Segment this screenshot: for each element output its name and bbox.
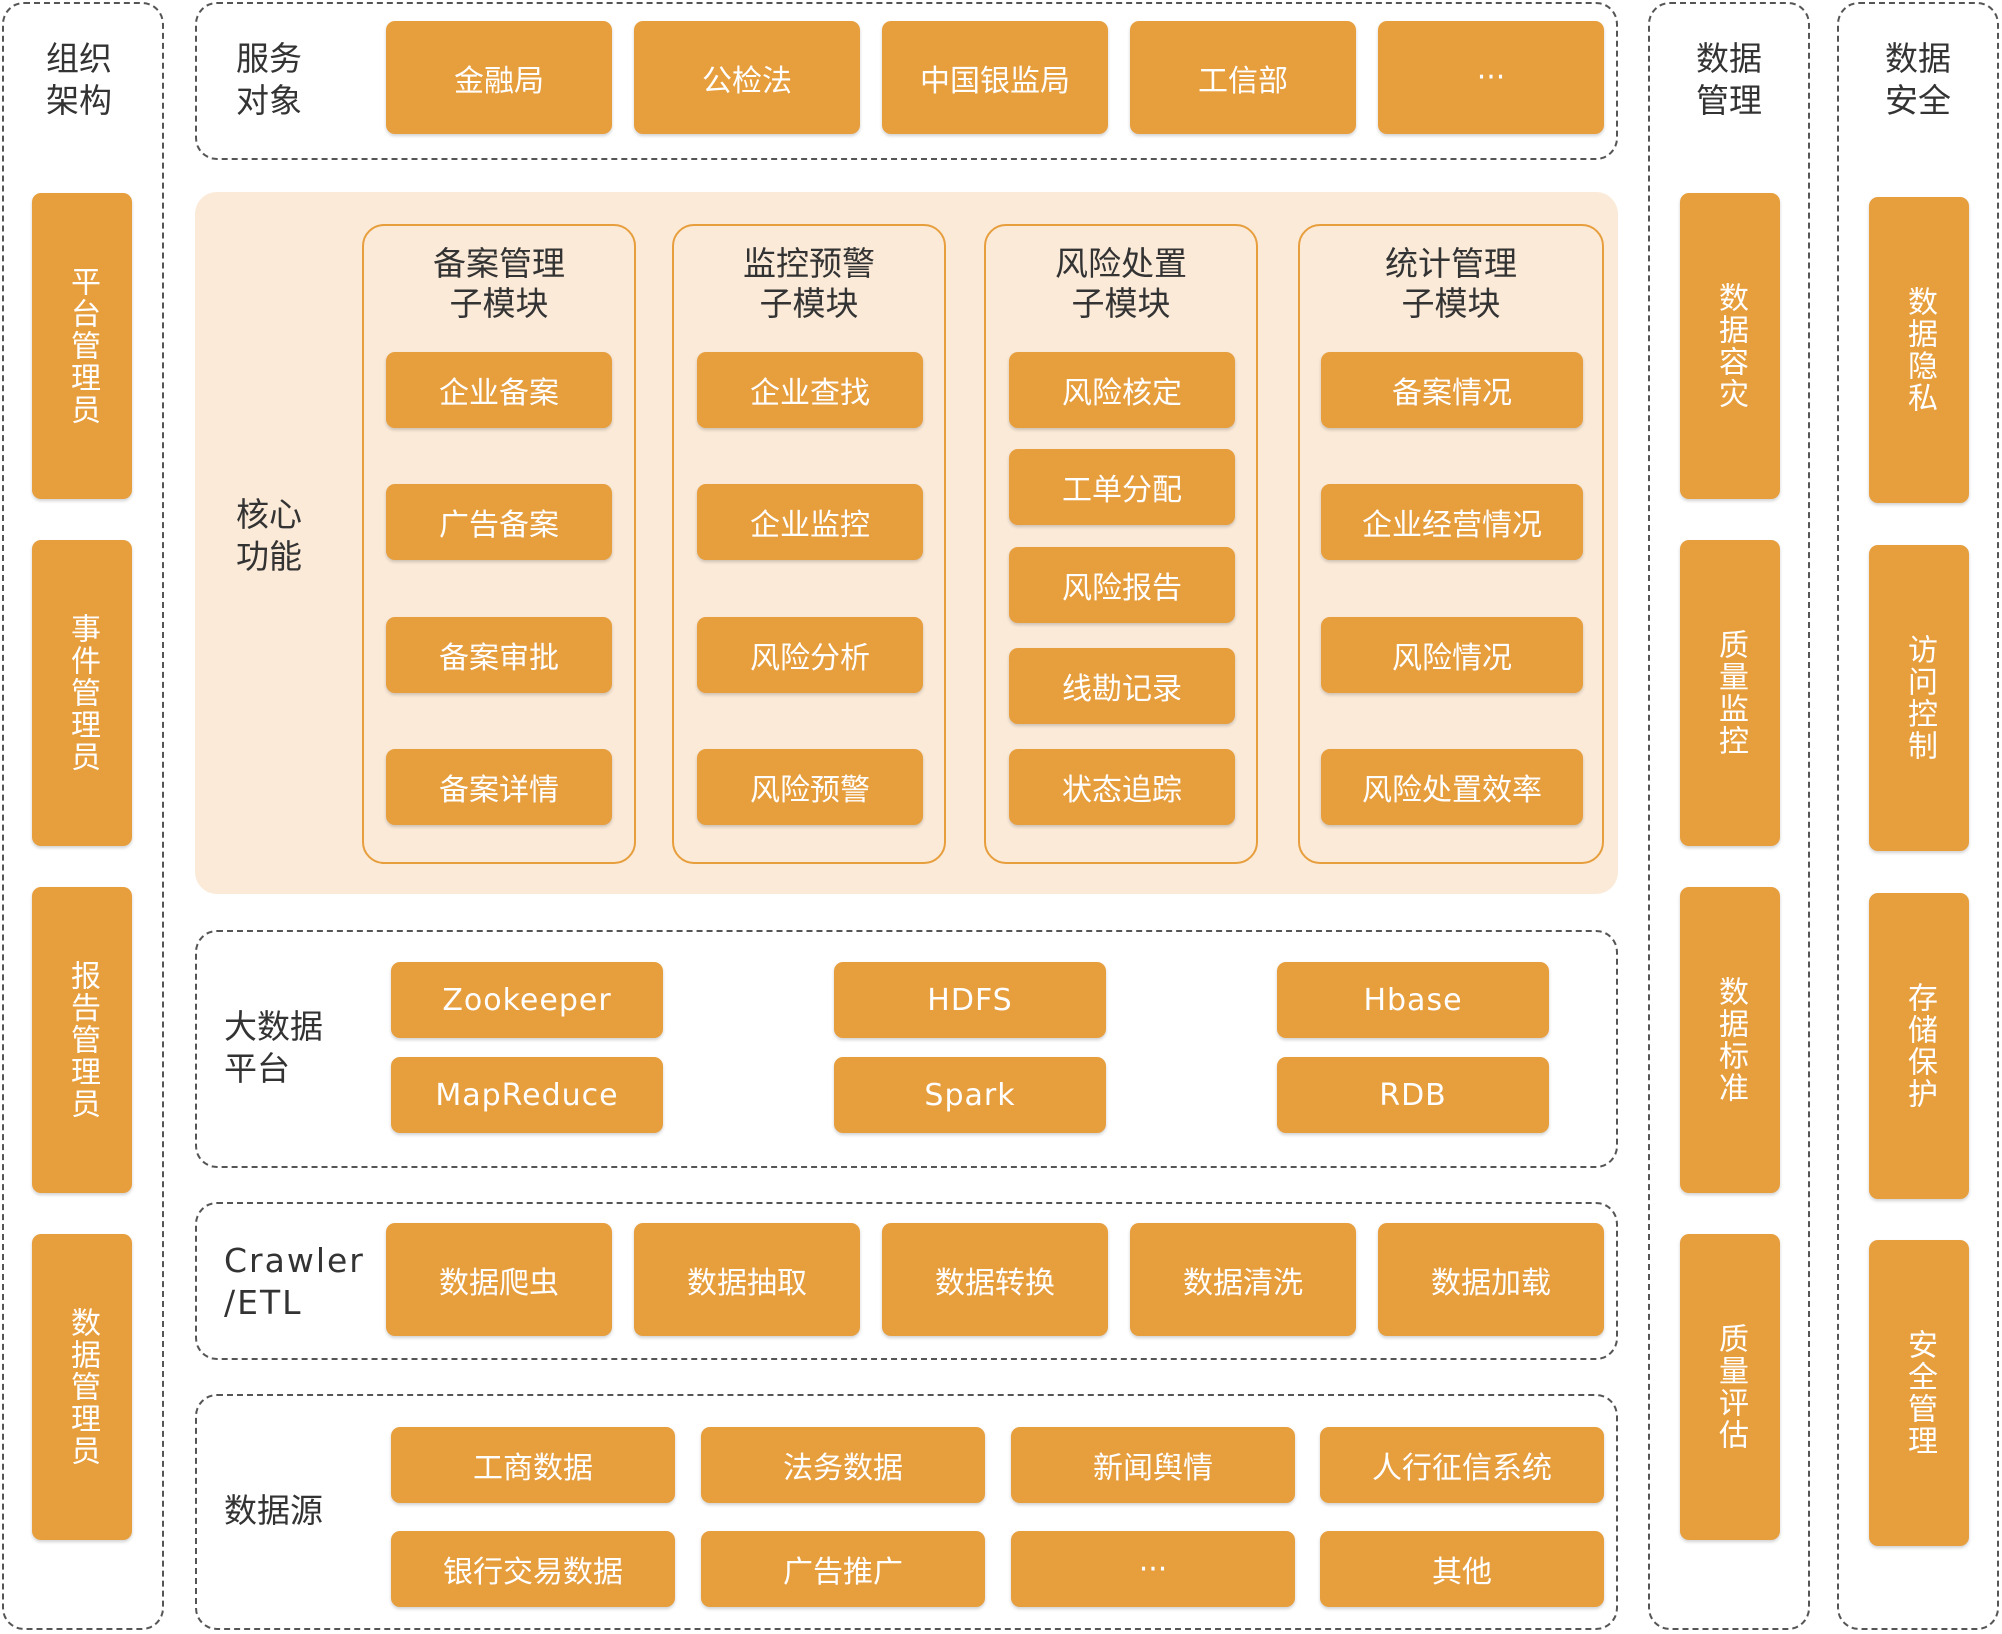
module-monitor-item: 风险分析 — [697, 617, 923, 693]
source-row — [195, 1394, 1618, 1630]
etl-item-clean: 数据清洗 — [1130, 1223, 1356, 1336]
data-sec-item-security-mgmt: 安全管理 — [1869, 1240, 1969, 1546]
module-filing-title: 备案管理 子模块 — [433, 244, 565, 323]
module-filing-item: 广告备案 — [386, 484, 612, 560]
module-statistics-item: 企业经营情况 — [1321, 484, 1583, 560]
data-sec-item-storage-protect: 存储保护 — [1869, 893, 1969, 1199]
data-sec-column — [1837, 2, 1999, 1630]
module-statistics-item: 备案情况 — [1321, 352, 1583, 428]
module-monitor-item: 风险预警 — [697, 749, 923, 825]
module-monitor-title: 监控预警 子模块 — [743, 244, 875, 323]
module-statistics — [1298, 224, 1604, 864]
etl-item-extract: 数据抽取 — [634, 1223, 860, 1336]
data-mgmt-item-disaster-recovery: 数据容灾 — [1680, 193, 1780, 499]
data-mgmt-item-quality-monitor: 质量监控 — [1680, 540, 1780, 846]
bigdata-label: 大数据 平台 — [224, 1007, 323, 1088]
module-risk-handling-item: 风险报告 — [1009, 547, 1235, 623]
module-risk-handling-item: 状态追踪 — [1009, 749, 1235, 825]
service-item-finance-bureau: 金融局 — [386, 21, 612, 134]
etl-item-load: 数据加载 — [1378, 1223, 1604, 1336]
org-item-report-admin: 报告管理员 — [32, 887, 132, 1193]
module-monitor-item: 企业监控 — [697, 484, 923, 560]
source-item: 银行交易数据 — [391, 1531, 675, 1607]
source-item: 新闻舆情 — [1011, 1427, 1295, 1503]
source-item: ··· — [1011, 1531, 1295, 1607]
data-mgmt-item-quality-assess: 质量评估 — [1680, 1234, 1780, 1540]
service-item-miit: 工信部 — [1130, 21, 1356, 134]
service-item-cbrc: 中国银监局 — [882, 21, 1108, 134]
module-risk-handling-item: 风险核定 — [1009, 352, 1235, 428]
bigdata-item-mapreduce: MapReduce — [391, 1057, 663, 1133]
module-statistics-title: 统计管理 子模块 — [1385, 244, 1517, 323]
org-item-data-admin: 数据管理员 — [32, 1234, 132, 1540]
module-filing — [362, 224, 636, 864]
module-statistics-item: 风险处置效率 — [1321, 749, 1583, 825]
data-sec-item-privacy: 数据隐私 — [1869, 197, 1969, 503]
module-risk-handling-item: 工单分配 — [1009, 449, 1235, 525]
service-label: 服务 对象 — [236, 39, 302, 120]
source-item: 法务数据 — [701, 1427, 985, 1503]
bigdata-item-rdb: RDB — [1277, 1057, 1549, 1133]
org-item-event-admin: 事件管理员 — [32, 540, 132, 846]
module-filing-item: 备案详情 — [386, 749, 612, 825]
module-risk-handling — [984, 224, 1258, 864]
data-mgmt-item-data-standard: 数据标准 — [1680, 887, 1780, 1193]
bigdata-item-spark: Spark — [834, 1057, 1106, 1133]
module-filing-item: 备案审批 — [386, 617, 612, 693]
module-filing-item: 企业备案 — [386, 352, 612, 428]
core-label: 核心 功能 — [236, 495, 302, 576]
bigdata-item-hbase: Hbase — [1277, 962, 1549, 1038]
source-label: 数据源 — [224, 1491, 323, 1530]
org-column — [2, 2, 164, 1630]
module-statistics-item: 风险情况 — [1321, 617, 1583, 693]
bigdata-item-hdfs: HDFS — [834, 962, 1106, 1038]
data-mgmt-title: 数据 管理 — [1696, 39, 1762, 120]
source-item: 广告推广 — [701, 1531, 985, 1607]
module-risk-handling-item: 线勘记录 — [1009, 648, 1235, 724]
service-item-more: ··· — [1378, 21, 1604, 134]
service-row — [195, 2, 1618, 160]
bigdata-row — [195, 930, 1618, 1168]
etl-label: Crawler /ETL — [224, 1241, 365, 1322]
org-item-platform-admin: 平台管理员 — [32, 193, 132, 499]
etl-item-transform: 数据转换 — [882, 1223, 1108, 1336]
source-item: 其他 — [1320, 1531, 1604, 1607]
data-sec-title: 数据 安全 — [1885, 39, 1951, 120]
module-risk-handling-title: 风险处置 子模块 — [1055, 244, 1187, 323]
service-item-police-court: 公检法 — [634, 21, 860, 134]
module-monitor-item: 企业查找 — [697, 352, 923, 428]
module-monitor — [672, 224, 946, 864]
data-mgmt-column — [1648, 2, 1810, 1630]
org-title: 组织 架构 — [46, 39, 112, 120]
source-item: 人行征信系统 — [1320, 1427, 1604, 1503]
etl-item-crawler: 数据爬虫 — [386, 1223, 612, 1336]
bigdata-item-zookeeper: Zookeeper — [391, 962, 663, 1038]
data-sec-item-access-control: 访问控制 — [1869, 545, 1969, 851]
source-item: 工商数据 — [391, 1427, 675, 1503]
etl-row — [195, 1202, 1618, 1360]
